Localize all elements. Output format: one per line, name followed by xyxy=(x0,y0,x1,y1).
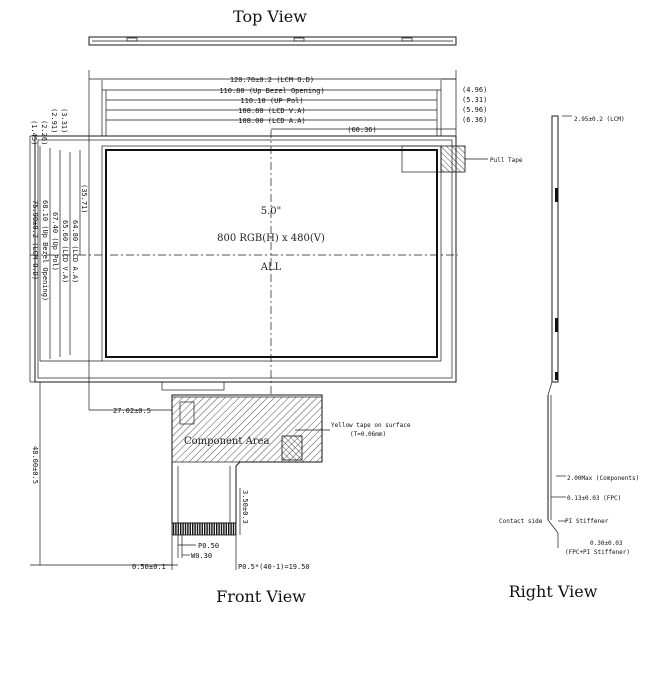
side-stiffener-label: PI Stiffener xyxy=(565,518,609,525)
fpc-dimensions xyxy=(30,382,241,570)
side-view-outline xyxy=(547,115,572,548)
dim-pin-span: P0.5*(40-1)=19.50 xyxy=(238,563,310,571)
dim-center-h: (60.36) xyxy=(347,126,377,134)
horizontal-dimensions xyxy=(88,70,457,136)
dim-edge: 0.50±0.1 xyxy=(132,563,166,571)
dim-r1: (4.96) xyxy=(462,86,487,94)
dim-up-bezel-h: 110.80 (Up Bezel Opening) xyxy=(219,87,324,95)
dim-stiff-length: 3.50±0.3 xyxy=(241,490,249,524)
dim-t1: (1.45) xyxy=(30,120,38,145)
dim-t2: (2.26) xyxy=(40,120,48,145)
panel-resolution: 800 RGB(H) x 480(V) xyxy=(217,233,325,244)
dim-lcm-od-v: 75.90±0.2 (LCM O.D) xyxy=(31,200,39,280)
side-fpc-thickness: 0.13±0.03 (FPC) xyxy=(567,495,621,502)
dim-lcd-aa-v: 64.80 (LCD A.A) xyxy=(71,220,79,283)
dim-fpc-offset: 27.02±0.5 xyxy=(113,407,151,415)
dim-lcd-va-h: 108.80 (LCD V.A) xyxy=(238,107,305,115)
dim-lcm-od-h: 120.70±0.2 (LCM O.D) xyxy=(230,76,314,84)
dim-lcd-aa-h: 108.00 (LCD A.A) xyxy=(238,117,305,125)
lcm-outline xyxy=(34,135,457,410)
component-area-label: Component Area xyxy=(184,436,269,447)
panel-viewing: ALL xyxy=(260,262,282,273)
dim-lcd-va-v: 65.60 (LCD V.A) xyxy=(61,220,69,283)
pull-tape xyxy=(401,145,488,173)
center-lines xyxy=(30,130,458,395)
side-contact-label: Contact side xyxy=(499,518,543,525)
dim-t4: (3.31) xyxy=(60,108,68,133)
top-view-outline xyxy=(88,36,457,46)
dim-r2: (5.31) xyxy=(462,96,487,104)
side-lcm-thickness: 2.95±0.2 (LCM) xyxy=(574,116,625,123)
dim-up-pol-h: 110.10 (UP Pol) xyxy=(240,97,303,105)
fpc-outline xyxy=(161,381,330,536)
dim-pitch: P0.50 xyxy=(198,542,219,550)
top-view-title: Top View xyxy=(233,7,307,26)
front-view-title: Front View xyxy=(216,587,306,606)
dim-mid-v: (35.71) xyxy=(80,184,88,214)
dim-fpc-length: 48.00±0.5 xyxy=(31,446,39,484)
dim-width: W0.30 xyxy=(191,552,212,560)
vertical-dimensions xyxy=(29,135,102,383)
dim-t3: (2.91) xyxy=(50,108,58,133)
side-comp-max: 2.00Max (Components) xyxy=(567,475,639,482)
dim-r4: (6.36) xyxy=(462,116,487,124)
dim-r3: (5.96) xyxy=(462,106,487,114)
yellow-tape-label: Yellow tape on surface xyxy=(331,422,411,429)
dim-up-bezel-v: 68.10 (Up Bezel Opening) xyxy=(41,200,49,301)
side-total-note: (FPC+PI Stiffener) xyxy=(565,549,630,556)
pull-tape-label: Pull Tape xyxy=(490,157,523,164)
side-total-thickness: 0.30±0.03 xyxy=(590,540,623,547)
dim-up-pol-v: 67.40 (Up Pol) xyxy=(51,212,59,271)
right-view-title: Right View xyxy=(509,582,598,601)
yellow-tape-thickness: (T=0.06mm) xyxy=(350,431,386,438)
panel-size: 5.0" xyxy=(261,206,282,217)
